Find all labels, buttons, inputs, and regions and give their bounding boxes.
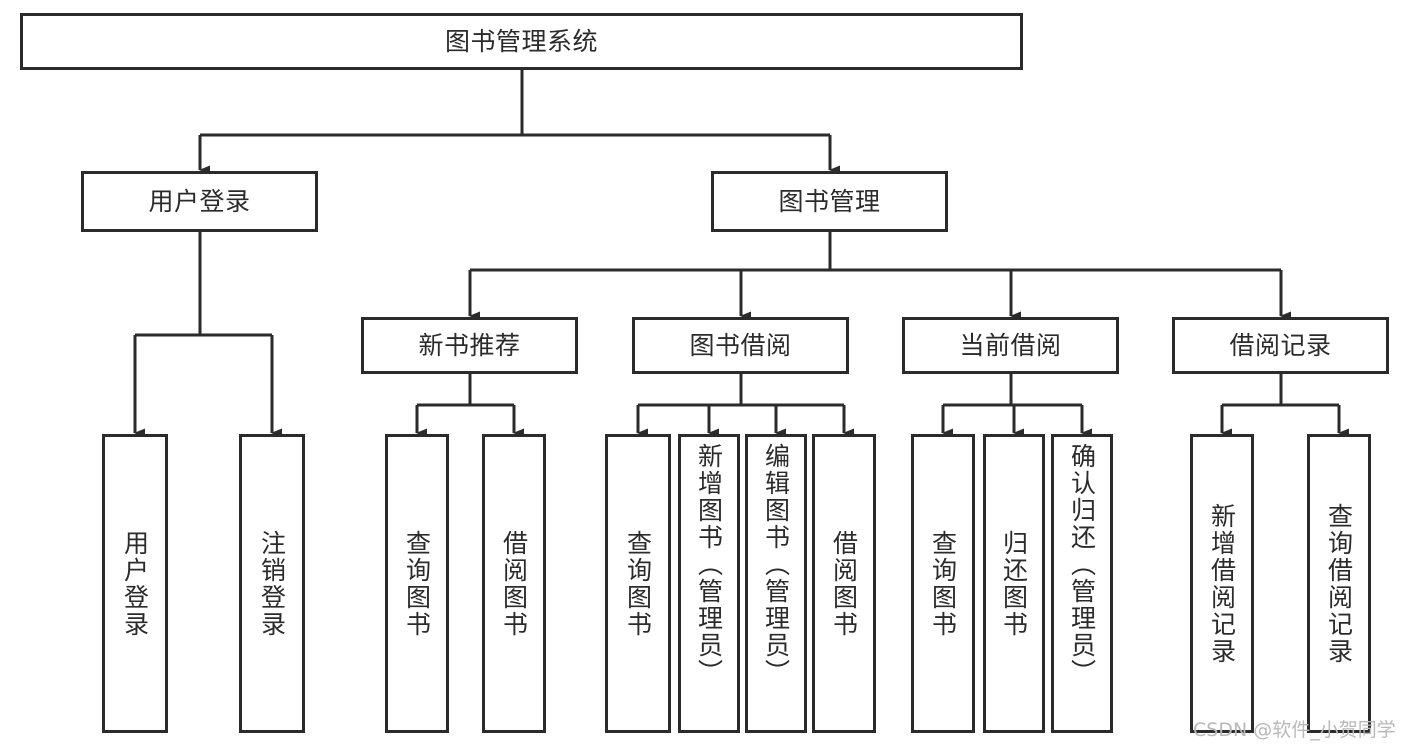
- node-label-leaf-edit-book: 编辑图书（管理员）: [761, 443, 791, 686]
- node-label-book-borrow: 图书借阅: [689, 330, 792, 360]
- node-label-leaf-query-book-1: 查询图书: [402, 529, 432, 638]
- node-label-leaf-user-login: 用户登录: [120, 529, 150, 638]
- connector-lines: [133, 70, 1349, 438]
- node-leaf-query-record: 查询借阅记录: [1307, 434, 1371, 733]
- node-label-leaf-borrow-book-2: 借阅图书: [829, 529, 859, 638]
- node-leaf-add-book: 新增图书（管理员）: [678, 434, 740, 733]
- node-label-leaf-query-book-2: 查询图书: [623, 529, 653, 638]
- node-label-leaf-add-book: 新增图书（管理员）: [694, 443, 724, 686]
- node-current-borrow: 当前借阅: [902, 317, 1119, 374]
- node-leaf-borrow-book-1: 借阅图书: [482, 434, 546, 733]
- node-leaf-add-record: 新增借阅记录: [1190, 434, 1254, 733]
- node-book-borrow: 图书借阅: [632, 317, 849, 374]
- csdn-watermark: CSDN @软件_小贺同学: [1193, 719, 1396, 741]
- node-label-leaf-borrow-book-1: 借阅图书: [499, 529, 529, 638]
- node-book-manage: 图书管理: [711, 171, 948, 232]
- node-label-new-book-rec: 新书推荐: [418, 330, 521, 360]
- node-label-book-manage: 图书管理: [778, 186, 881, 216]
- node-leaf-confirm-return: 确认归还（管理员）: [1051, 434, 1113, 733]
- node-label-leaf-confirm-return: 确认归还（管理员）: [1067, 443, 1097, 686]
- node-leaf-return-book: 归还图书: [983, 434, 1045, 733]
- node-leaf-query-book-1: 查询图书: [385, 434, 449, 733]
- node-user-login: 用户登录: [81, 171, 318, 232]
- node-label-root: 图书管理系统: [444, 26, 598, 56]
- node-label-leaf-add-record: 新增借阅记录: [1207, 502, 1237, 665]
- node-leaf-user-login: 用户登录: [102, 434, 168, 733]
- node-label-current-borrow: 当前借阅: [959, 330, 1062, 360]
- node-new-book-rec: 新书推荐: [361, 317, 578, 374]
- node-leaf-query-book-3: 查询图书: [911, 434, 975, 733]
- node-label-user-login: 用户登录: [148, 186, 251, 216]
- node-label-leaf-query-book-3: 查询图书: [928, 529, 958, 638]
- node-borrow-record: 借阅记录: [1172, 317, 1389, 374]
- node-label-borrow-record: 借阅记录: [1229, 330, 1332, 360]
- node-label-leaf-query-record: 查询借阅记录: [1324, 502, 1354, 665]
- node-leaf-query-book-2: 查询图书: [605, 434, 671, 733]
- node-leaf-borrow-book-2: 借阅图书: [812, 434, 876, 733]
- node-leaf-edit-book: 编辑图书（管理员）: [745, 434, 807, 733]
- node-label-leaf-return-book: 归还图书: [999, 529, 1029, 638]
- node-root: 图书管理系统: [20, 13, 1023, 70]
- node-leaf-user-logout: 注销登录: [239, 434, 305, 733]
- node-label-leaf-user-logout: 注销登录: [257, 529, 287, 638]
